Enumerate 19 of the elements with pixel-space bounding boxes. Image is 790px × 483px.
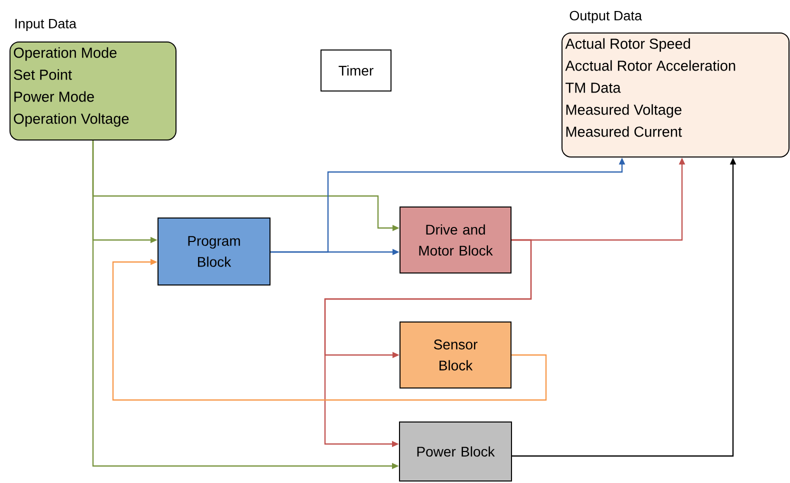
node-label: Set Point bbox=[14, 69, 72, 80]
timer-box: Timer bbox=[320, 50, 392, 92]
block-box: Program Block bbox=[158, 218, 270, 286]
block-box: Sensor Block bbox=[400, 322, 512, 388]
arrow bbox=[112, 258, 547, 401]
output-list-box: Actual Rotor Speed Acctual Rotor Acceleration TM Data Measured Voltage Measured Current bbox=[562, 32, 790, 158]
block-box: Power Block bbox=[399, 422, 512, 482]
box-heading: Input Data bbox=[15, 18, 76, 32]
node-label: Operation Mode bbox=[14, 47, 117, 61]
node-label: Acctual Rotor Acceleration bbox=[565, 60, 736, 71]
node-label: Operation Voltage bbox=[14, 113, 129, 127]
node-label: Measured Current bbox=[566, 126, 682, 137]
node-label: Power Mode bbox=[14, 91, 94, 102]
box-heading: Output Data bbox=[570, 10, 642, 24]
node-label: Measured Voltage bbox=[566, 104, 682, 118]
node-label: Actual Rotor Speed bbox=[565, 38, 690, 52]
block-box: Drive and Motor Block bbox=[400, 206, 512, 274]
input-list-box: Operation Mode Set Point Power Mode Operation Voltage bbox=[10, 42, 176, 140]
node-label: TM Data bbox=[566, 82, 621, 93]
